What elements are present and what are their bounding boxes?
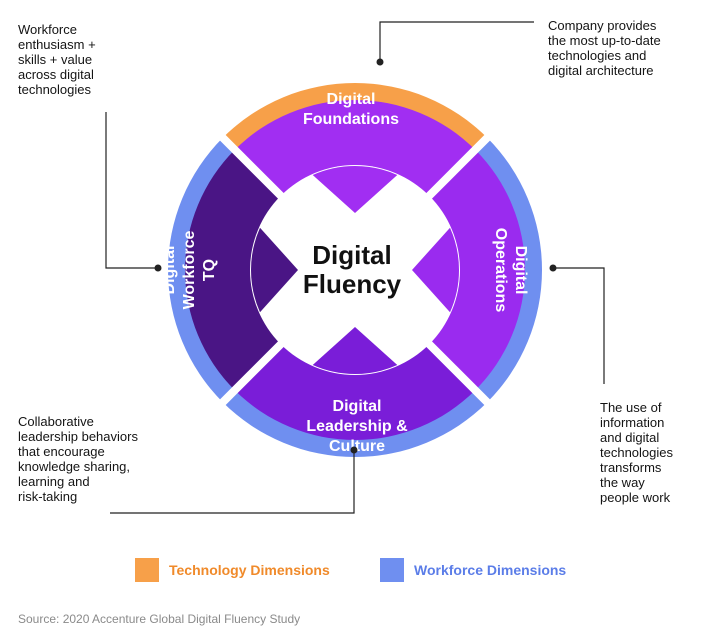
- arrow-right-shape: [412, 227, 459, 313]
- source-caption: Source: 2020 Accenture Global Digital Fl…: [18, 612, 301, 626]
- separator-line-1: [423, 338, 492, 407]
- workforce-label-line3: TQ: [201, 259, 218, 281]
- separator-line-3: [218, 133, 287, 202]
- leadership-connector: [110, 450, 355, 514]
- workforce-dot: [154, 264, 162, 272]
- leadership-annotation: Collaborative leadership behaviors that …: [18, 414, 138, 504]
- leadership-label-line2: Leadership &: [306, 418, 408, 435]
- workforce-tq-label: Digital Workforce TQ: [161, 230, 218, 309]
- workforce-swatch: [380, 558, 404, 582]
- separator-line-2: [218, 338, 287, 407]
- operations-connector: [553, 267, 605, 384]
- digital-leadership-culture-segment: [234, 342, 476, 440]
- legend-workforce: Workforce Dimensions: [380, 558, 566, 582]
- foundations-annotation: Company provides the most up-to-date tec…: [548, 18, 661, 78]
- workforce-annotation: Workforce enthusiasm + skills + value ac…: [18, 22, 96, 97]
- leadership-label-line1: Digital: [333, 398, 382, 415]
- operations-annotation: The use of information and digital techn…: [600, 400, 673, 505]
- workforce-connector: [105, 112, 158, 269]
- technology-dimension-ring: [222, 82, 488, 151]
- arrow-top-shape: [312, 166, 398, 213]
- foundations-dot: [376, 58, 384, 66]
- legend-technology-label: Technology Dimensions: [169, 562, 330, 578]
- foundations-connector: [379, 21, 534, 62]
- center-title-line2: Fluency: [303, 269, 402, 299]
- leadership-label-line3: Culture: [329, 438, 385, 455]
- technology-swatch: [135, 558, 159, 582]
- separator-line-4: [423, 133, 492, 202]
- center-title-line1: Digital: [312, 240, 391, 270]
- operations-label-line1: Digital: [512, 246, 529, 295]
- digital-workforce-tq-segment: [185, 149, 283, 391]
- operations-label-line2: Operations: [492, 228, 509, 313]
- arrow-bottom-shape: [312, 327, 398, 374]
- workforce-dimension-ring: [168, 137, 542, 457]
- segment-separators: [218, 133, 492, 407]
- center-circle: [250, 165, 460, 375]
- callout-connectors: [105, 21, 605, 514]
- workforce-label-line1: Digital: [161, 246, 178, 295]
- foundations-label-line1: Digital: [327, 91, 376, 108]
- digital-operations-segment: [427, 149, 526, 391]
- operations-dot: [549, 264, 557, 272]
- legend-workforce-label: Workforce Dimensions: [414, 562, 567, 578]
- legend-technology: Technology Dimensions: [135, 558, 330, 582]
- arrow-left-shape: [251, 227, 298, 313]
- leadership-dot: [350, 446, 358, 454]
- foundations-label-line2: Foundations: [303, 111, 399, 128]
- callout-dots: [154, 58, 557, 454]
- digital-foundations-segment: [234, 99, 476, 198]
- operations-label: Digital Operations: [492, 228, 529, 313]
- workforce-label-line2: Workforce: [181, 230, 198, 309]
